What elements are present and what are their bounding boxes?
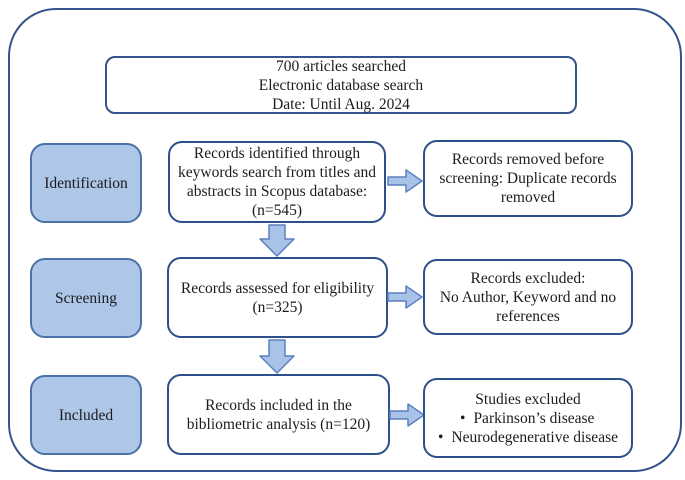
bullet-item: • Parkinson’s disease bbox=[438, 409, 618, 428]
records-identified-text: Records identified through keywords sear… bbox=[178, 145, 376, 219]
right-arrow-icon bbox=[387, 167, 423, 195]
bullet-item-text: Parkinson’s disease bbox=[473, 409, 595, 427]
stage-label-included: Included bbox=[58, 406, 114, 424]
side-box-records-excluded: Records excluded: No Author, Keyword and… bbox=[423, 259, 633, 335]
records-excluded-text: Records excluded: No Author, Keyword and… bbox=[439, 269, 617, 325]
stage-box-screening: Screening bbox=[30, 258, 142, 338]
bullet-icon: • bbox=[460, 409, 466, 427]
stage-label-identification: Identification bbox=[44, 174, 128, 192]
stage-label-screening: Screening bbox=[55, 289, 117, 307]
side-box-records-removed: Records removed before screening: Duplic… bbox=[423, 140, 633, 217]
down-arrow-icon bbox=[259, 339, 295, 374]
records-removed-text: Records removed before screening: Duplic… bbox=[439, 151, 617, 206]
side-box-studies-excluded: Studies excluded • Parkinson’s disease •… bbox=[423, 378, 633, 458]
bullet-item-text: Neurodegenerative disease bbox=[451, 428, 618, 446]
down-arrow-icon bbox=[259, 224, 295, 257]
records-assessed-text: Records assessed for eligibility (n=325) bbox=[180, 279, 375, 316]
stage-box-identification: Identification bbox=[30, 143, 142, 223]
main-box-records-identified: Records identified through keywords sear… bbox=[168, 141, 386, 223]
studies-excluded-bullet-list: • Parkinson’s disease • Neurodegenerativ… bbox=[438, 409, 618, 447]
stage-box-included: Included bbox=[30, 375, 142, 455]
main-box-records-included: Records included in the bibliometric ana… bbox=[167, 374, 390, 455]
search-summary-box: 700 articles searched Electronic databas… bbox=[105, 56, 577, 114]
diagram-outer-border bbox=[8, 8, 682, 472]
right-arrow-icon bbox=[387, 283, 423, 311]
studies-excluded-title: Studies excluded bbox=[475, 390, 581, 408]
bullet-item: • Neurodegenerative disease bbox=[438, 428, 618, 447]
search-summary-text: 700 articles searched Electronic databas… bbox=[258, 57, 424, 113]
main-box-records-assessed: Records assessed for eligibility (n=325) bbox=[167, 257, 388, 338]
bullet-icon: • bbox=[438, 428, 444, 446]
right-arrow-icon bbox=[389, 401, 425, 429]
records-included-text: Records included in the bibliometric ana… bbox=[186, 396, 371, 433]
